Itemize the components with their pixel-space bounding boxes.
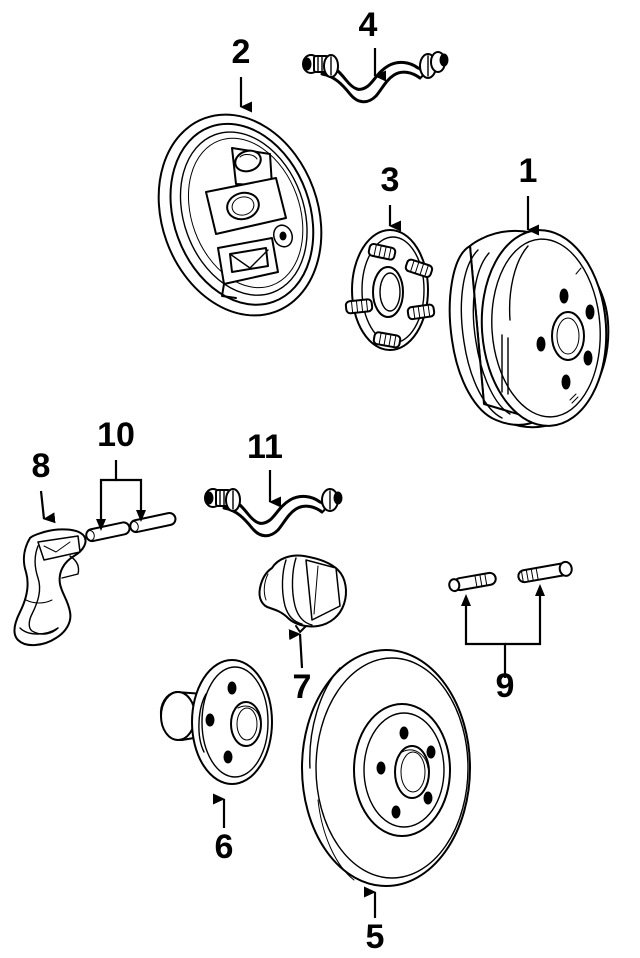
part-caliper-slide-pins <box>85 512 177 543</box>
part-front-brake-rotor-disc <box>301 649 471 887</box>
callout-label-1: 1 <box>519 152 538 190</box>
part-front-brake-hose <box>204 488 343 538</box>
callout-label-8: 8 <box>32 447 51 485</box>
part-rear-brake-hose <box>302 51 449 104</box>
callout-leaders <box>39 48 545 918</box>
leader-8 <box>39 490 56 524</box>
wheel-studs <box>344 242 436 349</box>
part-rear-wheel-hub <box>344 229 436 351</box>
callout-label-4: 4 <box>359 6 378 44</box>
callout-label-10: 10 <box>97 416 135 454</box>
callout-label-6: 6 <box>215 828 234 866</box>
part-brake-caliper <box>258 554 347 633</box>
callout-label-7: 7 <box>293 668 312 706</box>
callout-labels: 1 2 3 4 5 6 7 8 9 10 11 <box>32 6 538 956</box>
part-brake-drum <box>448 229 610 429</box>
callout-label-2: 2 <box>232 33 251 71</box>
callout-label-11: 11 <box>247 428 283 466</box>
part-brake-backing-plate <box>157 113 323 317</box>
callout-label-3: 3 <box>381 161 400 199</box>
leader-9 <box>461 584 545 678</box>
callout-label-9: 9 <box>496 667 515 705</box>
part-caliper-guide-bolts <box>448 560 573 593</box>
part-caliper-mounting-bracket <box>13 528 87 646</box>
leader-7 <box>288 629 304 669</box>
callout-label-5: 5 <box>366 918 385 956</box>
part-front-wheel-hub <box>159 659 273 785</box>
leader-10 <box>96 460 146 531</box>
